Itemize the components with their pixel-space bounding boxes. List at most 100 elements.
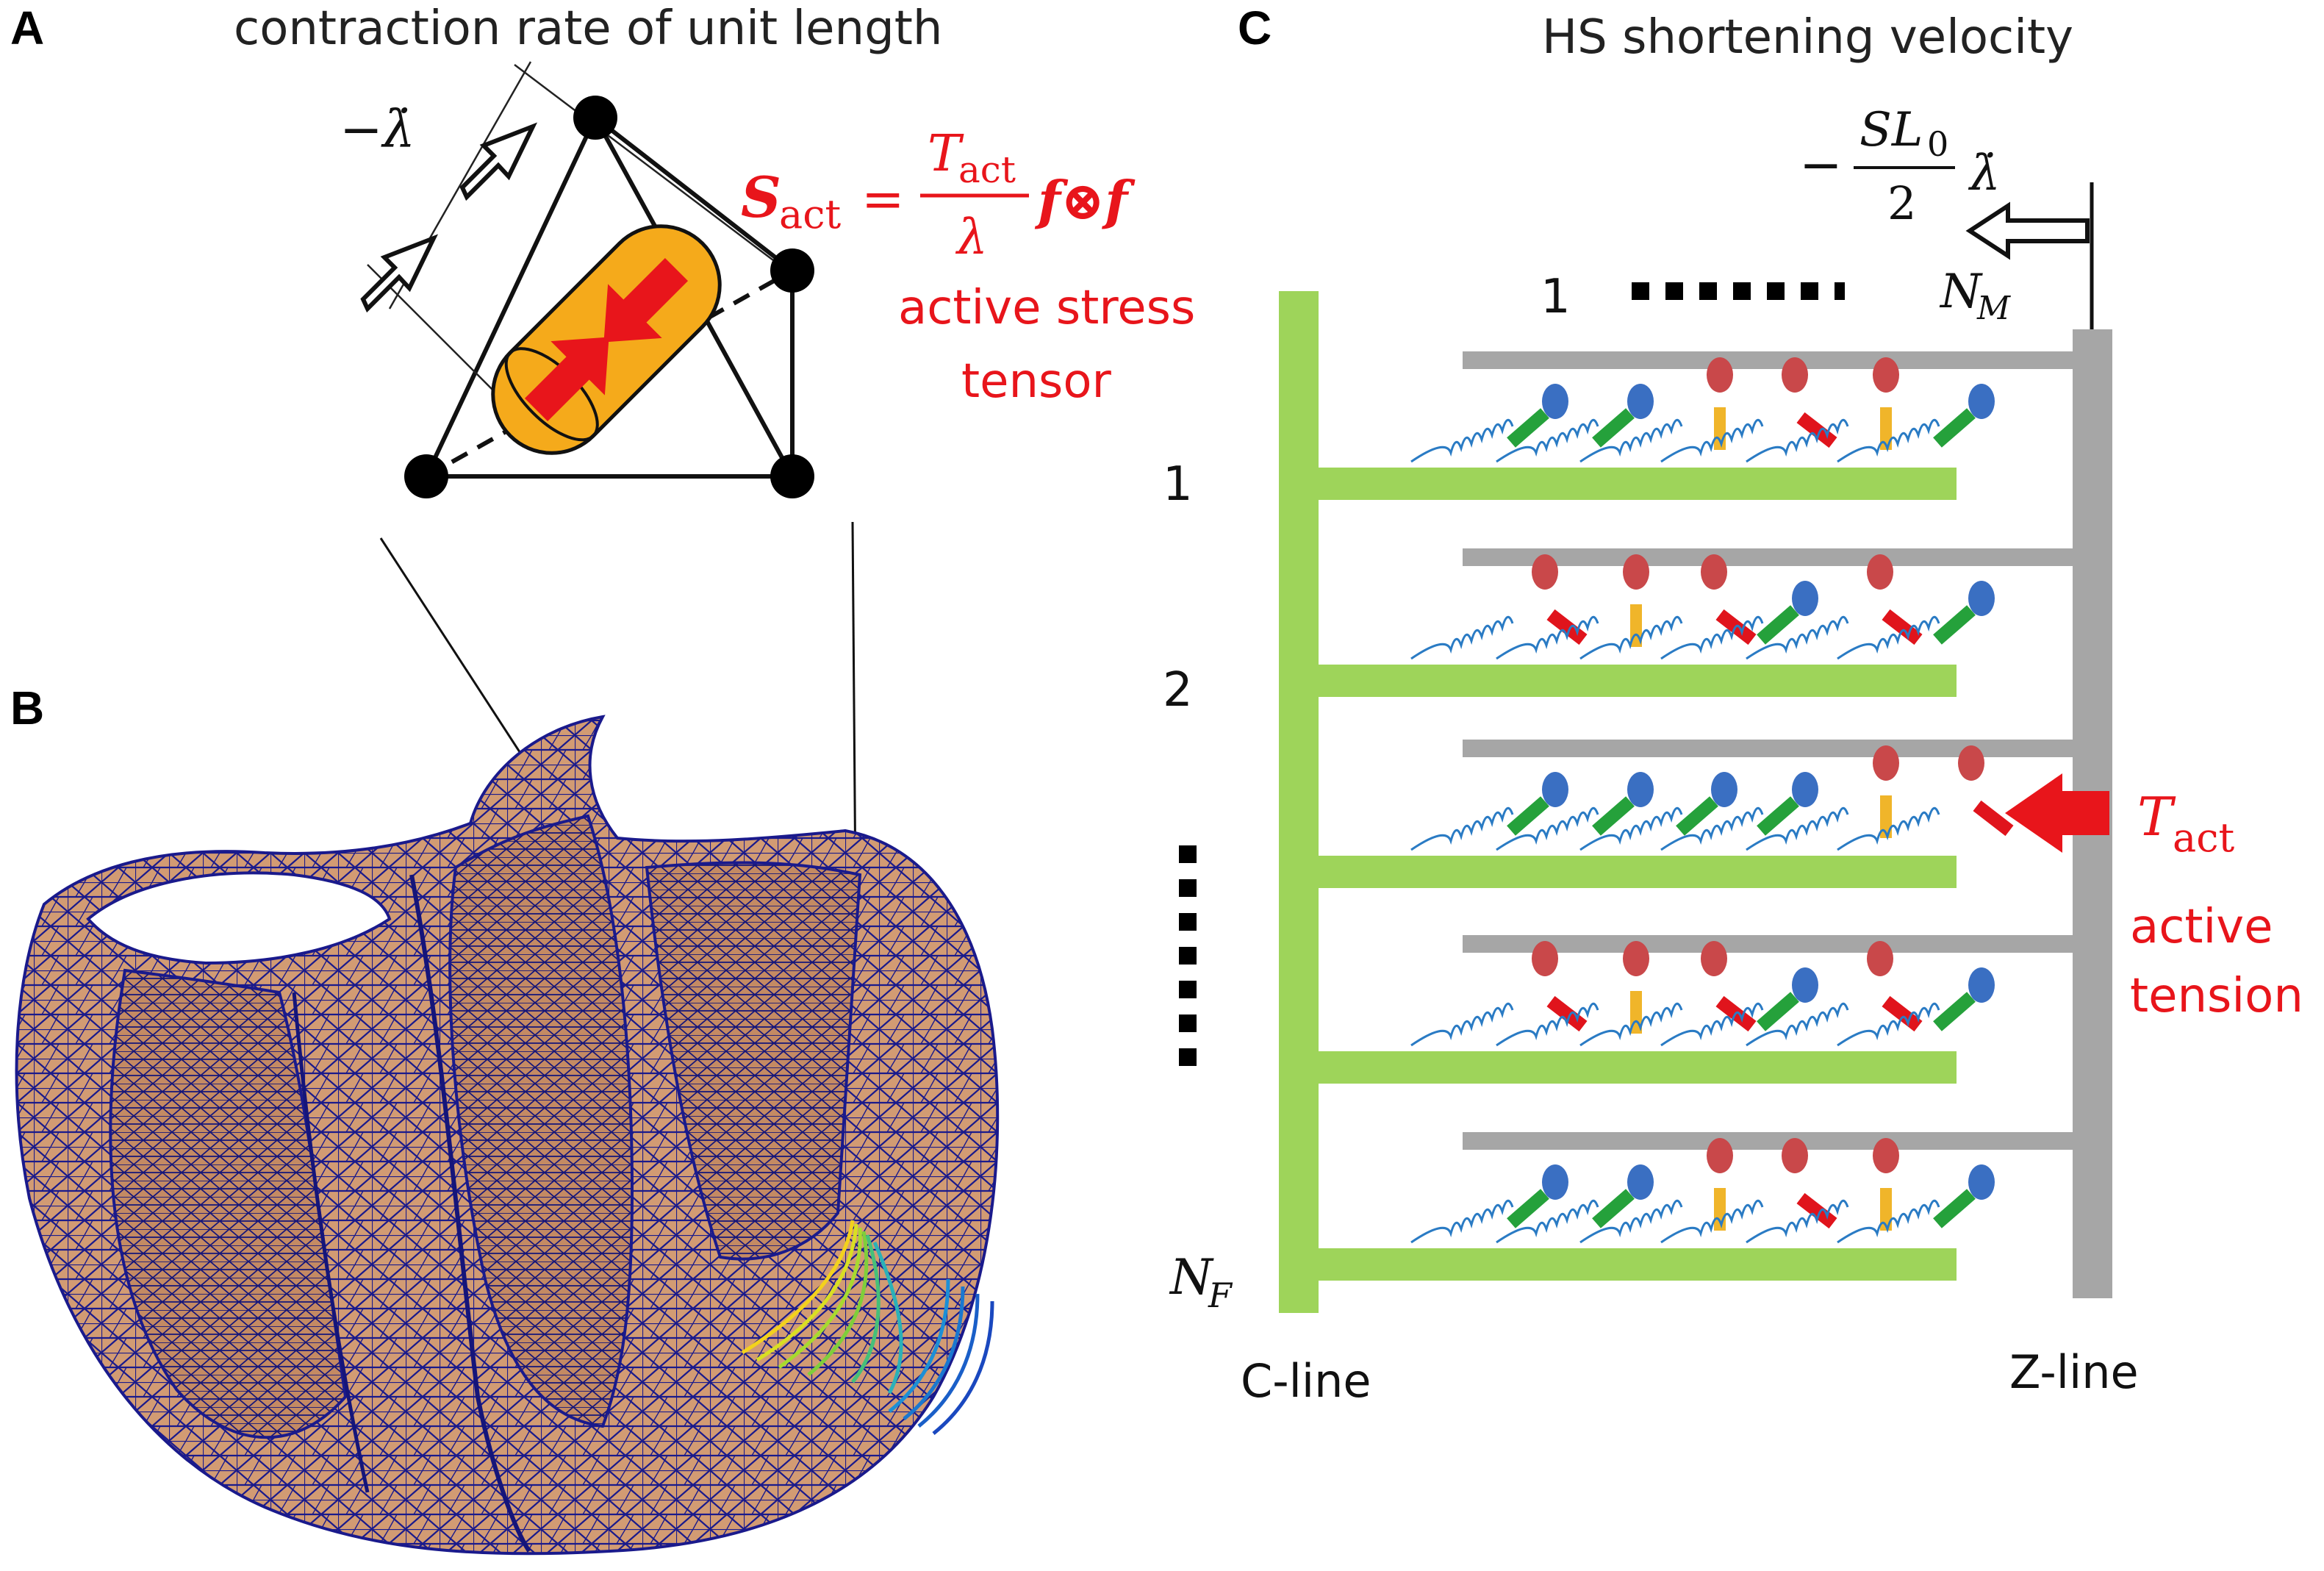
heart-mesh — [15, 715, 1000, 1556]
myosin-head-icon — [1968, 581, 1995, 616]
spring-icon — [1746, 806, 1849, 851]
svg-text:act: act — [958, 148, 1016, 191]
spring-icon — [1837, 615, 1940, 660]
myosin-neck — [1592, 408, 1635, 448]
red-arrow-icon — [524, 337, 609, 422]
myosin-neck — [1676, 796, 1718, 836]
myosin-head-icon — [1532, 941, 1558, 976]
myosin-head-icon — [1867, 941, 1893, 976]
myosin-filament — [1463, 740, 2080, 757]
myosin-neck — [1546, 995, 1588, 1032]
myosin-head-icon — [1867, 554, 1893, 590]
spring-icon — [1746, 418, 1849, 463]
z-line-label: Z-line — [2009, 1345, 2139, 1399]
panel-a: A contraction rate of unit length −λ̇ — [10, 1, 1195, 1265]
velocity-arrow-icon — [1965, 201, 2090, 260]
spring-icon — [1660, 1002, 1764, 1047]
svg-text:T: T — [928, 125, 964, 183]
panel-c-title: HS shortening velocity — [1542, 10, 2073, 65]
spring-icon — [1746, 1199, 1849, 1244]
myosin-head-icon — [1532, 554, 1558, 590]
row-ellipsis — [1179, 845, 1197, 1066]
myosin-neck — [1973, 800, 2014, 837]
spring-icon — [1579, 1199, 1683, 1244]
svg-text:−: − — [1799, 135, 1843, 195]
myosin-head-icon — [1707, 357, 1733, 393]
actin-filament — [1319, 468, 1957, 500]
svg-text:=: = — [861, 169, 905, 229]
velocity-formula: − SL 0 2 λ̇ — [1799, 103, 2001, 230]
myosin-head-icon — [1958, 745, 1984, 781]
spring-icon — [1837, 1002, 1940, 1047]
myosin-neck — [1757, 605, 1799, 645]
svg-text:SL: SL — [1859, 103, 1923, 157]
myosin-head-icon — [1968, 967, 1995, 1003]
actin-filament — [1319, 1248, 1957, 1281]
spring-icon — [1837, 1199, 1940, 1244]
myosin-neck — [1546, 609, 1588, 645]
svg-text:f⊗f: f⊗f — [1034, 169, 1136, 232]
top-index-ellipsis — [1632, 282, 1845, 300]
myosin-head-icon — [1542, 384, 1568, 419]
spring-icon — [1496, 418, 1599, 463]
rate-label: −λ̇ — [340, 99, 415, 160]
myosin-head-icon — [1873, 1138, 1899, 1173]
tetrahedron-nodes — [404, 96, 814, 498]
myosin-neck — [1592, 1189, 1635, 1228]
spring-icon — [1660, 418, 1764, 463]
myosin-neck — [1592, 796, 1635, 836]
myosin-head-icon — [1542, 1164, 1568, 1200]
actin-filament — [1319, 856, 1957, 888]
myosin-neck — [1796, 412, 1837, 448]
fiber-capsule — [491, 224, 722, 455]
row-label: 1 — [1163, 457, 1193, 512]
fiber-streamlines — [741, 1220, 994, 1435]
myosin-head-icon — [1873, 745, 1899, 781]
myosin-neck — [1507, 1189, 1549, 1228]
spring-icon — [1579, 806, 1683, 851]
myosin-head-icon — [1792, 967, 1818, 1003]
stress-caption-line2: tensor — [961, 354, 1112, 409]
svg-text:λ: λ — [955, 209, 988, 265]
myosin-filament — [1463, 1132, 2080, 1150]
panel-a-title: contraction rate of unit length — [234, 1, 942, 56]
spring-icon — [1579, 1002, 1683, 1047]
spring-icon — [1660, 806, 1764, 851]
myosin-neck — [1796, 1192, 1837, 1229]
myosin-neck — [1933, 1189, 1976, 1228]
svg-text:act: act — [779, 191, 841, 237]
myosin-head-icon — [1701, 941, 1727, 976]
spring-icon — [1746, 1002, 1849, 1047]
myosin-head-icon — [1968, 384, 1995, 419]
myosin-filament — [1463, 548, 2080, 566]
contraction-arrows — [360, 122, 538, 313]
spring-icon — [1496, 1002, 1599, 1047]
hollow-arrow-up-icon — [459, 122, 538, 201]
myosin-filament — [1463, 935, 2080, 953]
spring-icon — [1496, 806, 1599, 851]
myosin-neck — [1882, 995, 1923, 1032]
active-stress-formula: S act = T act λ f⊗f — [741, 125, 1136, 265]
myosin-head-icon — [1873, 357, 1899, 393]
myosin-neck — [1933, 605, 1976, 645]
spring-icon — [1496, 615, 1599, 660]
myosin-head-icon — [1627, 772, 1654, 807]
svg-text:S: S — [741, 165, 781, 230]
actin-filament — [1319, 665, 1957, 697]
c-line-label: C-line — [1241, 1354, 1371, 1408]
spring-icon — [1579, 615, 1683, 660]
myosin-head-icon — [1623, 554, 1649, 590]
actin-filament — [1319, 1051, 1957, 1084]
myosin-head-icon — [1623, 941, 1649, 976]
myosin-head-icon — [1792, 772, 1818, 807]
myosin-head-icon — [1707, 1138, 1733, 1173]
myosin-head-icon — [1627, 1164, 1654, 1200]
row-label-last-sub: F — [1208, 1275, 1233, 1315]
spring-icon — [1837, 806, 1940, 851]
top-index-first: 1 — [1541, 270, 1571, 324]
spring-icon — [1660, 1199, 1764, 1244]
spring-icon — [1837, 418, 1940, 463]
row-label-last: N — [1169, 1249, 1214, 1306]
svg-text:λ̇: λ̇ — [1968, 145, 2001, 201]
